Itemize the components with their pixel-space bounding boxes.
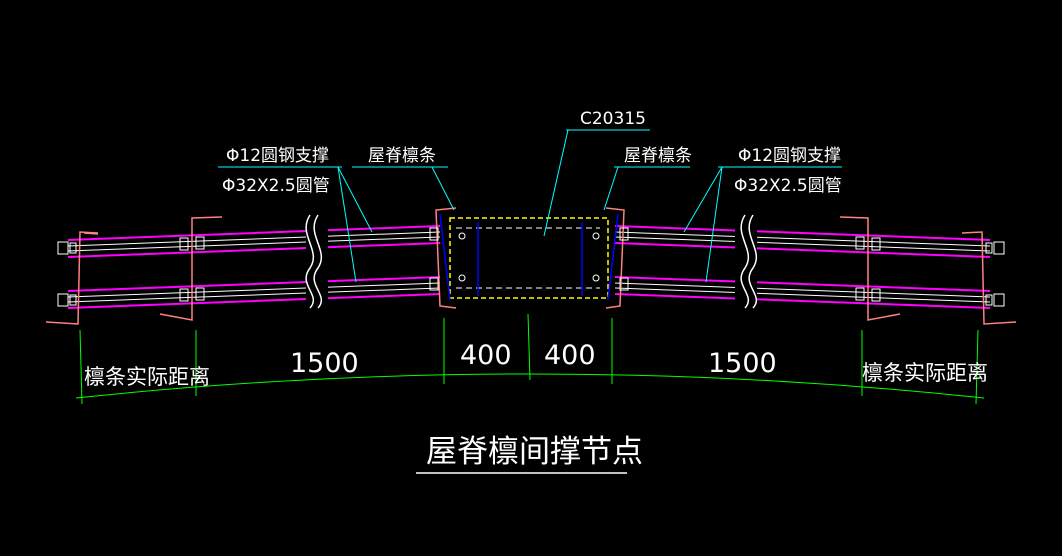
center-c-section bbox=[439, 213, 619, 301]
right-upper-brace bbox=[614, 225, 991, 258]
dim-right-1500: 1500 bbox=[708, 348, 777, 379]
center-section-label: C20315 bbox=[580, 109, 646, 129]
right-purlin-label: 屋脊檩条 bbox=[624, 146, 692, 166]
left-inner-purlin bbox=[159, 216, 223, 321]
right-outer-purlin bbox=[961, 231, 1017, 325]
bolt-nuts bbox=[57, 227, 1005, 307]
dim-left-1500: 1500 bbox=[290, 348, 359, 379]
left-break-mark bbox=[305, 210, 328, 310]
dim-left-400: 400 bbox=[460, 340, 512, 371]
dim-right-actual: 檩条实际距离 bbox=[862, 361, 988, 385]
drawing-title: 屋脊檩间撑节点 bbox=[426, 434, 643, 470]
left-tube-label: Φ32X2.5圆管 bbox=[222, 176, 330, 196]
right-ridge-purlin bbox=[605, 207, 625, 309]
right-lower-brace bbox=[614, 276, 991, 309]
right-tube-label: Φ32X2.5圆管 bbox=[734, 176, 842, 196]
left-ridge-purlin bbox=[435, 207, 457, 309]
left-lower-brace bbox=[67, 276, 441, 309]
left-outer-purlin bbox=[45, 231, 99, 325]
leader-lines bbox=[218, 129, 842, 283]
right-break-mark bbox=[735, 210, 758, 310]
left-rod-label: Φ12圆钢支撑 bbox=[226, 146, 329, 166]
right-rod-label: Φ12圆钢支撑 bbox=[738, 146, 841, 166]
right-inner-purlin bbox=[839, 216, 901, 321]
dimension-lines bbox=[75, 313, 985, 405]
left-upper-brace bbox=[67, 225, 441, 258]
dim-left-actual: 檩条实际距离 bbox=[84, 365, 210, 389]
left-purlin-label: 屋脊檩条 bbox=[368, 146, 436, 166]
dim-right-400: 400 bbox=[544, 340, 596, 371]
